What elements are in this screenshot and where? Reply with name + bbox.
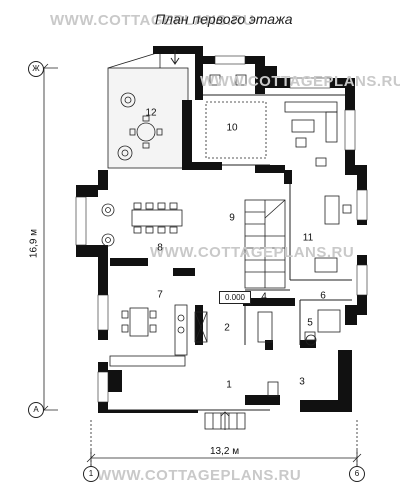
room-label: 2 xyxy=(224,322,230,334)
room-label: 3 xyxy=(299,376,305,388)
room-label: 8 xyxy=(157,242,163,254)
room-label: 1 xyxy=(226,379,232,391)
watermark: WWW.COTTAGEPLANS.RU xyxy=(200,73,400,90)
plants xyxy=(101,92,136,247)
room-label: 9 xyxy=(229,212,235,224)
room-label: 6 xyxy=(320,290,326,302)
watermark: WWW.COTTAGEPLANS.RU xyxy=(150,244,355,261)
watermark: WWW.COTTAGEPLANS.RU xyxy=(97,467,302,484)
axis-marker-left: 1 xyxy=(83,466,99,482)
room-label: 11 xyxy=(302,232,314,244)
watermark: WWW.COTTAGEPLANS.RU xyxy=(50,12,255,29)
room-label: 7 xyxy=(157,289,163,301)
axis-marker-bottom: А xyxy=(28,402,44,418)
axis-marker-top: Ж xyxy=(28,61,44,77)
room-label: 4 xyxy=(261,291,267,303)
windows xyxy=(75,55,368,403)
level-mark: 0.000 xyxy=(219,291,251,304)
page-title: План первого этажа xyxy=(155,11,293,27)
room-label: 5 xyxy=(307,317,313,329)
width-dimension: 13,2 м xyxy=(210,446,240,457)
axis-marker-right: 6 xyxy=(349,466,365,482)
staircase xyxy=(244,199,286,289)
furniture xyxy=(109,74,352,430)
depth-dimension: 16,9 м xyxy=(28,228,40,259)
dimension-lines xyxy=(36,63,362,470)
room-label: 10 xyxy=(226,122,238,134)
room-label: 12 xyxy=(145,107,157,119)
